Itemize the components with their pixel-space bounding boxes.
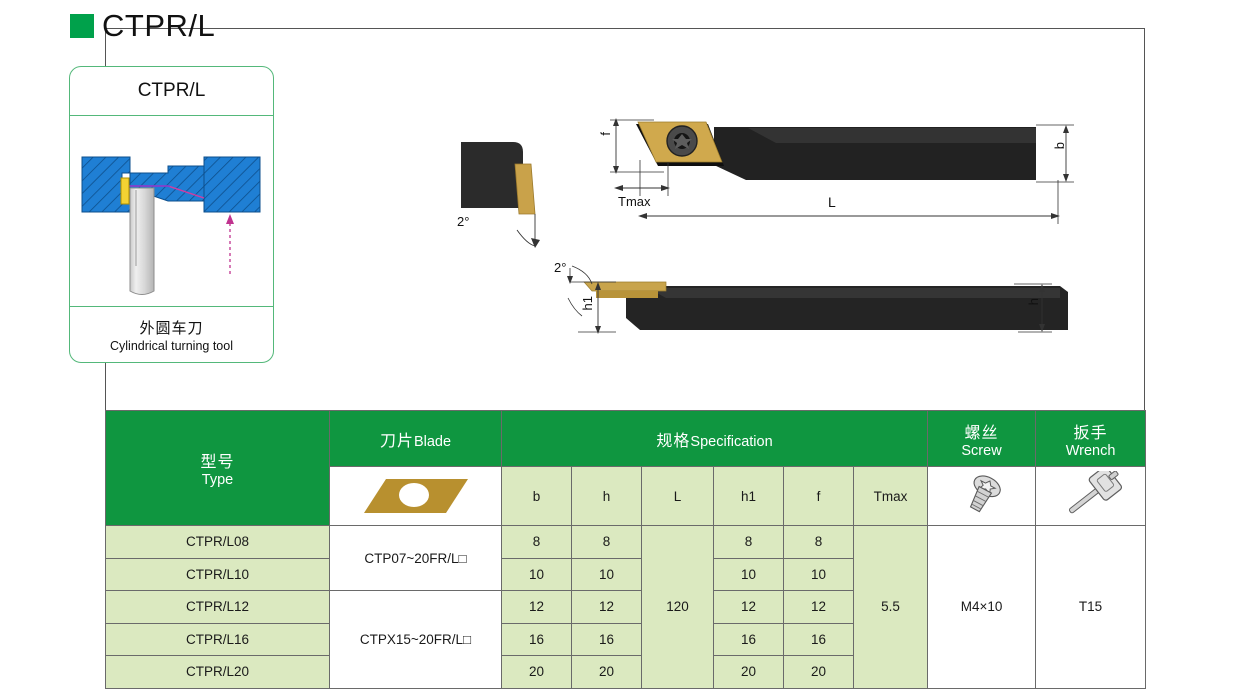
subheader-b: b bbox=[501, 466, 572, 526]
header-type: 型号 Type bbox=[105, 410, 330, 526]
page-title: CTPR/L bbox=[70, 10, 215, 41]
table-row: CTPR/L16 16 16 16 16 bbox=[105, 622, 1146, 656]
page-title-text: CTPR/L bbox=[102, 8, 216, 43]
row-type: CTPR/L20 bbox=[105, 655, 330, 689]
header-screw-en: Screw bbox=[961, 442, 1002, 459]
cell-f: 12 bbox=[783, 590, 854, 624]
header-type-en: Type bbox=[201, 472, 234, 488]
cell-h: 10 bbox=[571, 557, 642, 591]
cell-h1: 20 bbox=[713, 655, 784, 689]
header-type-cn: 型号 bbox=[200, 454, 235, 471]
dim-L-label: L bbox=[828, 194, 836, 210]
subheader-f: f bbox=[783, 466, 854, 526]
insert-corner-detail: 2° bbox=[455, 130, 585, 255]
blade-insert-icon bbox=[329, 466, 502, 526]
cell-b: 16 bbox=[501, 622, 572, 656]
application-card-title: CTPR/L bbox=[70, 67, 273, 116]
header-blade-cn: 刀片 bbox=[379, 432, 414, 450]
cell-b: 10 bbox=[501, 557, 572, 591]
subheader-tmax: Tmax bbox=[852, 466, 929, 526]
blade-group-2: CTPX15~20FR/L□ bbox=[329, 590, 502, 689]
dim-f-label: f bbox=[598, 132, 613, 136]
cell-h: 12 bbox=[571, 590, 642, 624]
application-card: CTPR/L bbox=[69, 66, 274, 363]
caption-chinese: 外圆车刀 bbox=[139, 320, 204, 337]
cell-f: 8 bbox=[783, 525, 854, 559]
header-screw-cn: 螺丝 bbox=[964, 424, 999, 442]
row-type: CTPR/L08 bbox=[105, 525, 330, 559]
dim-h-label: h bbox=[1026, 298, 1041, 306]
caption-english: Cylindrical turning tool bbox=[110, 339, 233, 353]
table-row: CTPR/L12 CTPX15~20FR/L□ 12 12 12 12 bbox=[105, 590, 1146, 689]
insert-angle-label: 2° bbox=[457, 214, 470, 229]
header-spec-en: Specification bbox=[690, 433, 773, 450]
cell-h1: 16 bbox=[713, 622, 784, 656]
tool-holder-top-view: f Tmax L b bbox=[596, 110, 1076, 240]
side-view-angle-label: 2° bbox=[554, 260, 567, 275]
cell-h: 16 bbox=[571, 622, 642, 656]
green-square-bullet-icon bbox=[70, 13, 94, 38]
header-blade: 刀片Blade bbox=[329, 410, 502, 467]
header-spec-cn: 规格 bbox=[656, 432, 691, 450]
cell-f: 20 bbox=[783, 655, 854, 689]
table-row: CTPR/L20 20 20 20 20 bbox=[105, 655, 1146, 689]
cell-b: 8 bbox=[501, 525, 572, 559]
cell-h: 8 bbox=[571, 525, 642, 559]
header-wrench-cn: 扳手 bbox=[1073, 424, 1108, 442]
cell-b: 12 bbox=[501, 590, 572, 624]
header-wrench-en: Wrench bbox=[1065, 442, 1116, 459]
cell-b: 20 bbox=[501, 655, 572, 689]
row-type: CTPR/L10 bbox=[105, 557, 330, 591]
dim-b-label: b bbox=[1052, 142, 1067, 150]
specification-table: 型号 Type 刀片Blade 规格Specification 螺丝 Screw… bbox=[105, 410, 1147, 689]
header-screw: 螺丝 Screw bbox=[927, 410, 1037, 467]
dim-h1-label: h1 bbox=[580, 296, 595, 311]
table-row: CTPR/L08 CTP07~20FR/L□ 8 8 120 8 8 5.5 M… bbox=[105, 525, 1147, 689]
cell-L: 120 bbox=[641, 525, 714, 689]
cell-h: 20 bbox=[571, 655, 642, 689]
dim-tmax-label: Tmax bbox=[618, 194, 651, 209]
tool-holder-side-view: 2° h1 h bbox=[548, 258, 1078, 370]
cell-h1: 8 bbox=[713, 525, 784, 559]
cylindrical-turning-operation-diagram bbox=[70, 116, 273, 307]
subheader-h1: h1 bbox=[713, 466, 784, 526]
subheader-h: h bbox=[571, 466, 642, 526]
row-type: CTPR/L12 bbox=[105, 590, 330, 624]
header-wrench: 扳手 Wrench bbox=[1035, 410, 1147, 467]
subheader-L: L bbox=[641, 466, 714, 526]
cell-tmax: 5.5 bbox=[852, 525, 929, 689]
cell-h1: 12 bbox=[713, 590, 784, 624]
header-blade-en: Blade bbox=[413, 433, 452, 450]
table-row: CTPR/L10 10 10 10 10 bbox=[105, 557, 1146, 591]
application-card-caption: 外圆车刀 Cylindrical turning tool bbox=[70, 307, 273, 363]
cell-screw: M4×10 bbox=[927, 525, 1037, 689]
torx-key-wrench-icon bbox=[1035, 466, 1147, 526]
blade-group-1: CTP07~20FR/L□ bbox=[329, 525, 502, 591]
cell-h1: 10 bbox=[713, 557, 784, 591]
cell-wrench: T15 bbox=[1035, 525, 1147, 689]
countersunk-torx-screw-icon bbox=[927, 466, 1037, 526]
header-specification: 规格Specification bbox=[500, 410, 929, 467]
row-type: CTPR/L16 bbox=[105, 622, 330, 656]
cell-f: 16 bbox=[783, 622, 854, 656]
cell-f: 10 bbox=[783, 557, 854, 591]
